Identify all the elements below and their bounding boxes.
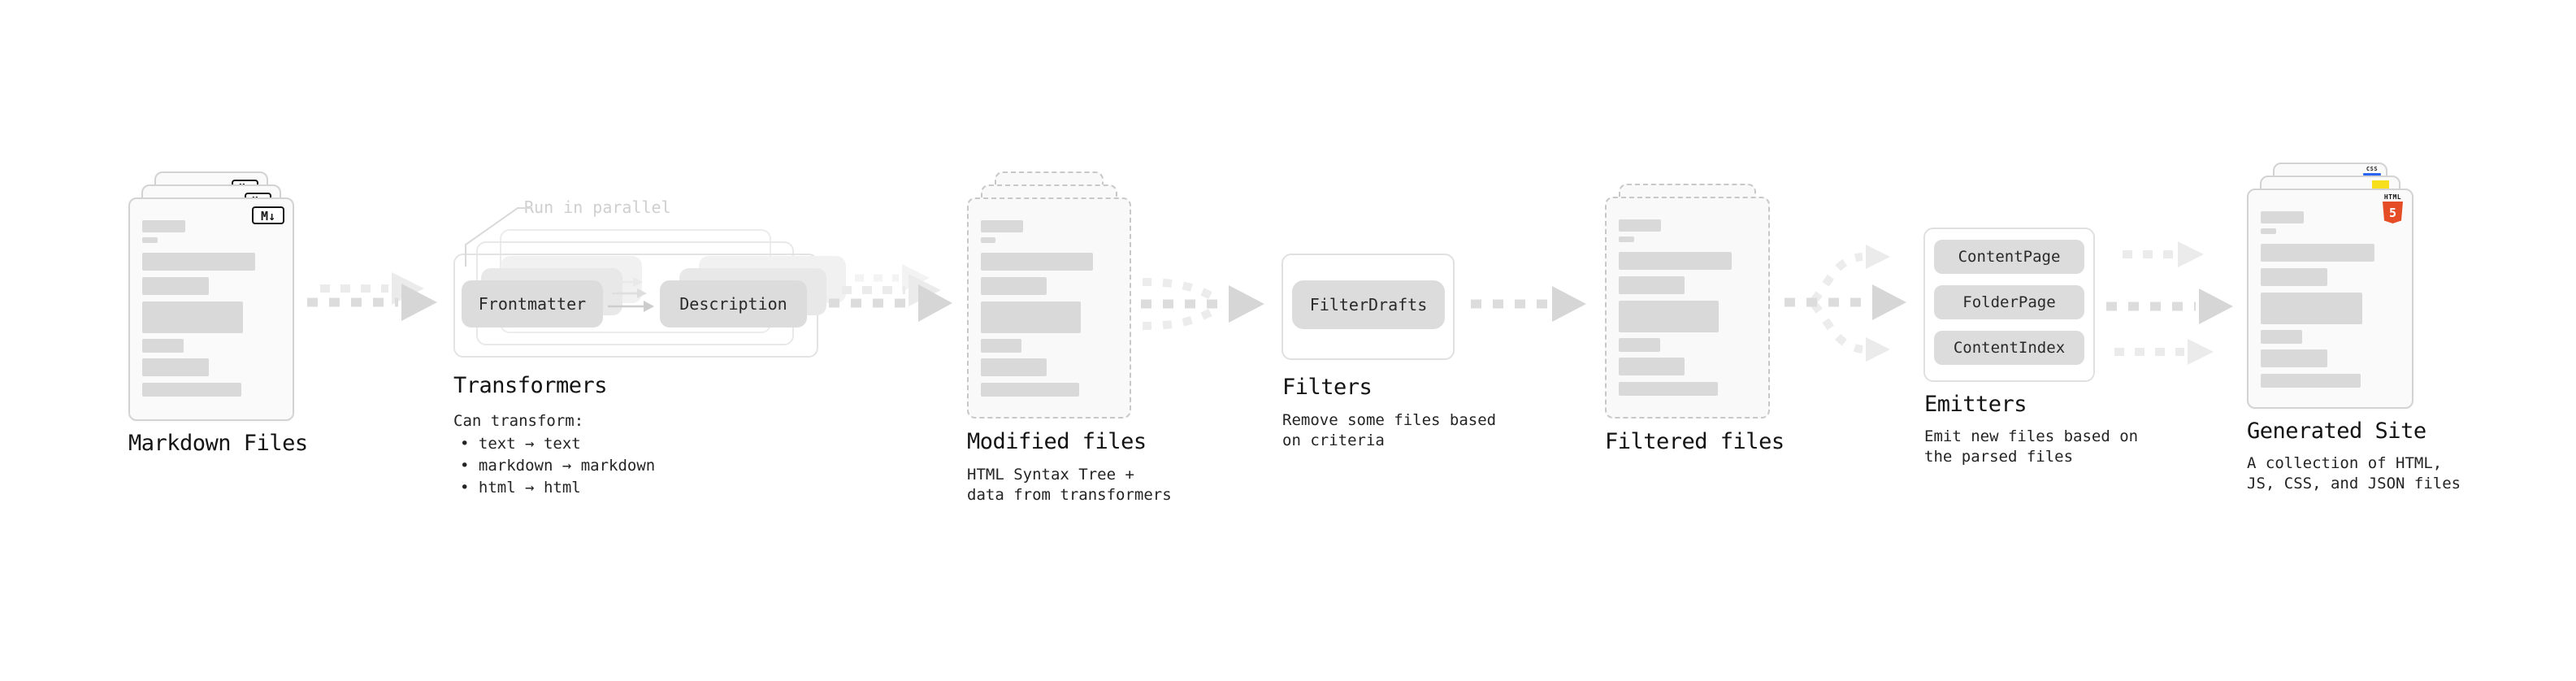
placeholder-bar (981, 383, 1079, 397)
placeholder-bar (981, 220, 1024, 232)
desc-line: A collection of HTML, (2247, 454, 2443, 472)
placeholder-bar (2261, 293, 2362, 324)
modified-file-card (967, 197, 1131, 419)
generated-site-label: Generated Site (2247, 419, 2426, 444)
arrow-emitters-to-generated (2106, 241, 2233, 365)
placeholder-bar (2261, 228, 2276, 234)
markdown-icon: M↓ (252, 206, 284, 224)
folder-page-pill: FolderPage (1934, 285, 2084, 319)
bullet-item: • text → text (460, 435, 581, 453)
placeholder-bar (2261, 268, 2328, 286)
placeholder-bar (2261, 244, 2375, 262)
placeholder-bar (1619, 276, 1685, 294)
modified-files-label: Modified files (967, 429, 1147, 454)
placeholder-bar (142, 253, 256, 271)
generated-site-card: HTML 5 (2247, 189, 2413, 409)
transformers-desc-title: Can transform: (453, 412, 584, 430)
placeholder-bar (2261, 330, 2303, 344)
placeholder-bar (981, 301, 1081, 333)
markdown-files-label: Markdown Files (128, 431, 308, 456)
placeholder-bar (142, 277, 209, 295)
arrow-filters-to-filtered (1471, 286, 1586, 322)
desc-line: on criteria (1282, 432, 1385, 449)
placeholder-bar (981, 237, 996, 243)
arrow-transformers-to-modified (829, 264, 952, 322)
desc-line: data from transformers (967, 486, 1172, 504)
arrow-modified-to-filters (1141, 278, 1264, 330)
bullet-item: • html → html (460, 479, 581, 497)
transformers-bullet-list: • text → text • markdown → markdown • ht… (460, 433, 655, 499)
html5-number: 5 (2388, 205, 2397, 220)
placeholder-bar (1619, 301, 1720, 332)
desc-line: HTML Syntax Tree + (967, 466, 1134, 484)
placeholder-bar (142, 220, 185, 232)
emitters-desc: Emit new files based on the parsed files (1924, 427, 2138, 467)
modified-files-desc: HTML Syntax Tree + data from transformer… (967, 465, 1172, 505)
placeholder-bar (1619, 382, 1718, 396)
generated-site-desc: A collection of HTML, JS, CSS, and JSON … (2247, 453, 2461, 494)
desc-line: Emit new files based on (1924, 427, 2139, 445)
js-file-icon (2372, 180, 2389, 189)
placeholder-bar (142, 383, 242, 397)
placeholder-bar (142, 301, 244, 333)
css-label: CSS (2366, 166, 2379, 172)
placeholder-bar (1619, 236, 1634, 242)
filtered-files-label: Filtered files (1605, 429, 1785, 454)
placeholder-bar (2261, 349, 2328, 367)
emitters-label: Emitters (1924, 392, 2027, 417)
filters-desc: Remove some files based on criteria (1282, 410, 1496, 451)
placeholder-bar (2261, 374, 2361, 388)
placeholder-bar (142, 339, 184, 353)
content-page-pill: ContentPage (1934, 240, 2084, 274)
css-underline (2363, 173, 2381, 176)
placeholder-bar (981, 277, 1047, 295)
document-placeholder-lines (2261, 211, 2400, 388)
placeholder-bar (1619, 219, 1662, 232)
content-index-pill: ContentIndex (1934, 331, 2084, 365)
document-placeholder-lines (142, 220, 280, 397)
arrow-filtered-to-emitters (1785, 245, 1906, 362)
placeholder-bar (981, 253, 1093, 271)
desc-line: the parsed files (1924, 448, 2074, 466)
description-pill: Description (660, 280, 807, 327)
frontmatter-pill: Frontmatter (462, 280, 603, 327)
filter-drafts-pill: FilterDrafts (1292, 280, 1445, 329)
bullet-item: • markdown → markdown (460, 457, 656, 475)
markdown-file-card: M↓ (128, 197, 294, 421)
placeholder-bar (981, 358, 1047, 376)
document-placeholder-lines (981, 220, 1117, 397)
placeholder-bar (142, 237, 158, 243)
filtered-file-card (1605, 197, 1770, 419)
css-file-icon: CSS (2363, 166, 2381, 176)
html5-icon: HTML 5 (2382, 194, 2404, 223)
desc-line: JS, CSS, and JSON files (2247, 475, 2461, 492)
desc-line: Remove some files based (1282, 411, 1497, 429)
placeholder-bar (1619, 358, 1685, 375)
placeholder-bar (1619, 338, 1660, 352)
transformers-label: Transformers (453, 373, 608, 398)
placeholder-bar (981, 339, 1022, 353)
html5-label: HTML (2383, 193, 2402, 201)
placeholder-bar (2261, 211, 2304, 223)
placeholder-bar (142, 358, 209, 376)
run-in-parallel-note: Run in parallel (524, 197, 671, 217)
html5-shield: 5 (2383, 202, 2403, 223)
document-placeholder-lines (1619, 219, 1756, 396)
filters-label: Filters (1282, 375, 1373, 400)
arrow-markdown-to-transformers (307, 272, 437, 321)
placeholder-bar (1619, 252, 1732, 270)
